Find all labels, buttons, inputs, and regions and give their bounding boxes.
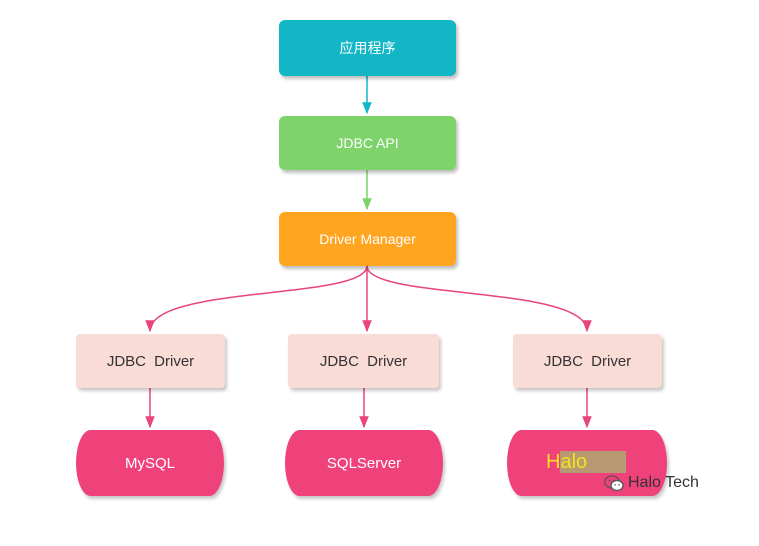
jdbc-driver-node-1: JDBC Driver [76,334,225,388]
jdbc-driver-node-2: JDBC Driver [288,334,439,388]
database-node-sqlserver: SQLServer [285,430,443,496]
arrow-manager-to-driver-1 [145,265,368,333]
database-node-mysql: MySQL [76,430,224,496]
jdbc-api-node: JDBC API [279,116,456,170]
app-node: 应用程序 [279,20,456,76]
watermark-brand: Halo Tech [604,474,699,492]
jdbc-driver-node-3: JDBC Driver [513,334,662,388]
wechat-icon [604,474,624,491]
watermark-overlay-text: Halo [544,451,626,473]
watermark-brand-text: Halo Tech [628,474,699,491]
driver-manager-node: Driver Manager [279,212,456,266]
arrow-manager-to-driver-3 [366,265,592,333]
